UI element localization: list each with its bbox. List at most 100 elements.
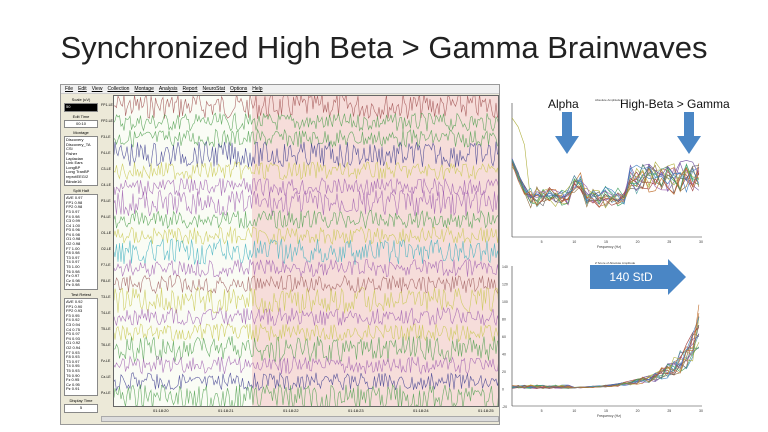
x-tick-label: 25 (667, 240, 671, 244)
x-tick-label: 25 (667, 409, 671, 413)
eeg-trace (114, 237, 498, 265)
y-tick-label: 0 (502, 388, 504, 392)
eeg-trace (114, 225, 498, 245)
time-tick: 01:18:25 (478, 408, 494, 413)
list-item[interactable]: C3 0.94 (66, 321, 81, 327)
list-item[interactable]: CSI (66, 146, 73, 152)
list-item[interactable]: Fz 0.97 (66, 273, 80, 279)
horizontal-scrollbar[interactable] (101, 416, 499, 422)
eeg-trace (114, 160, 498, 181)
list-item[interactable]: Fisher (66, 150, 78, 156)
channel-label: C3-LE (101, 167, 111, 171)
list-item[interactable]: F4 0.98 (66, 213, 80, 219)
list-item[interactable]: P4 0.98 (66, 231, 80, 237)
menu-item-help[interactable]: Help (252, 86, 263, 92)
display-time-input[interactable]: 5 (64, 404, 98, 413)
channel-label: T4-LE (101, 311, 111, 315)
eeg-trace (114, 306, 498, 327)
list-item[interactable]: C4 1.00 (66, 222, 81, 228)
eeg-trace-area[interactable] (113, 95, 499, 407)
chart-title: Z Score of Absolute Amplitude (595, 261, 636, 265)
x-tick-label: 5 (541, 240, 543, 244)
menu-item-report[interactable]: Report (182, 86, 198, 92)
list-item[interactable]: P3 0.97 (66, 331, 80, 337)
channel-label: F8-LE (101, 279, 111, 283)
left-panel: Scale (uV) 50 Edit Time 00:10 Montage Di… (62, 95, 100, 424)
list-item[interactable]: O1 0.92 (66, 340, 81, 346)
y-tick-label: -20 (502, 405, 507, 409)
spectrum-series (511, 313, 700, 389)
list-item[interactable]: T3 0.97 (66, 254, 80, 260)
edit-time-input[interactable]: 00:10 (64, 119, 98, 129)
list-item[interactable]: C4 0.75 (66, 326, 81, 332)
menu-item-collection[interactable]: Collection (107, 86, 130, 92)
list-item[interactable]: FP2 0.98 (66, 204, 83, 210)
spectrum-series (511, 347, 700, 389)
list-item[interactable]: T6 0.98 (66, 268, 80, 274)
list-item[interactable]: T5 0.93 (66, 367, 80, 373)
menu-item-view[interactable]: View (91, 86, 103, 92)
eeg-trace (114, 323, 498, 343)
list-item[interactable]: P4 0.93 (66, 335, 80, 341)
list-item[interactable]: Link Ears (66, 160, 83, 166)
list-item[interactable]: F4 0.92 (66, 317, 80, 323)
list-item[interactable]: F7 0.93 (66, 349, 80, 355)
menu-item-options[interactable]: Options (230, 86, 248, 92)
list-item[interactable]: Pz 0.98 (66, 282, 80, 288)
list-item[interactable]: F8 0.93 (66, 354, 80, 360)
std-arrow-icon (590, 259, 686, 295)
list-item[interactable]: Blinde16 (66, 178, 82, 184)
list-item[interactable]: reprotEEG/2 (66, 173, 89, 179)
list-item[interactable]: Fz 0.95 (66, 377, 80, 383)
list-item[interactable]: FP2 0.93 (66, 308, 83, 314)
list-item[interactable]: FP1 0.90 (66, 303, 83, 309)
list-item[interactable]: T3 0.97 (66, 358, 80, 364)
list-item[interactable]: F8 0.98 (66, 250, 80, 256)
list-item[interactable]: T5 1.00 (66, 264, 80, 270)
list-item[interactable]: O2 0.98 (66, 241, 81, 247)
scale-input[interactable]: 50 (64, 103, 98, 112)
list-item[interactable]: LongBP (66, 164, 81, 170)
list-item[interactable]: T6 0.90 (66, 372, 80, 378)
list-item[interactable]: Cz 0.95 (66, 381, 80, 387)
list-item[interactable]: C3 0.99 (66, 218, 81, 224)
menu-bar: File Edit View Collection Montage Analysis Rep… (61, 85, 499, 94)
eeg-trace (114, 371, 498, 392)
list-item[interactable]: Cz 0.98 (66, 277, 80, 283)
list-item[interactable]: Discovery_TA (66, 141, 91, 147)
x-tick-label: 10 (572, 409, 576, 413)
menu-item-neurostat[interactable]: NeuroStat (202, 86, 226, 92)
menu-item-edit[interactable]: Edit (78, 86, 87, 92)
list-item[interactable]: Long TranBP (66, 169, 90, 175)
list-item[interactable]: AVE 0.92 (66, 299, 83, 304)
list-item[interactable]: F3 0.97 (66, 208, 80, 214)
list-item[interactable]: Discovery (66, 137, 84, 143)
list-item[interactable]: O1 0.98 (66, 236, 81, 242)
eeg-trace (114, 140, 498, 168)
list-item[interactable]: O2 0.94 (66, 344, 81, 350)
menu-item-file[interactable]: File (65, 86, 74, 92)
menu-item-montage[interactable]: Montage (134, 86, 154, 92)
list-item[interactable]: F7 1.00 (66, 245, 80, 251)
list-item[interactable]: P3 0.96 (66, 227, 80, 233)
list-item[interactable]: Pz 0.91 (66, 386, 80, 392)
eeg-trace (114, 96, 498, 119)
list-item[interactable]: Laplacian (66, 155, 84, 161)
list-item[interactable]: FP1 0.98 (66, 199, 83, 205)
list-item[interactable]: AVE 0.97 (66, 195, 83, 201)
time-tick: 01:18:20 (153, 408, 169, 413)
split-half-label: Split Half (72, 188, 89, 194)
alpha-arrow-icon (555, 112, 579, 154)
menu-item-analysis[interactable]: Analysis (158, 86, 178, 92)
list-item[interactable]: T4 0.97 (66, 259, 80, 265)
time-tick: 01:18:24 (413, 408, 429, 413)
list-item[interactable]: F3 0.95 (66, 312, 80, 318)
eeg-trace (114, 189, 498, 217)
time-tick: 01:18:23 (348, 408, 364, 413)
y-tick-label: 40 (502, 353, 506, 357)
list-item[interactable]: T4 0.95 (66, 363, 80, 369)
